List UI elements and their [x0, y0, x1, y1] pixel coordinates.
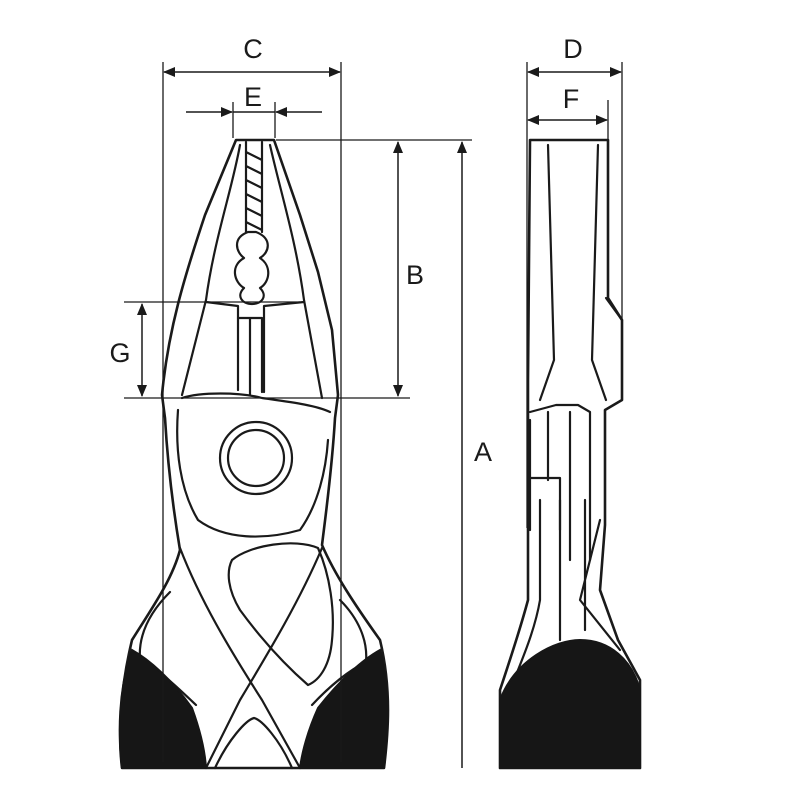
label-e: E	[244, 82, 262, 112]
label-c: C	[243, 34, 263, 64]
jaw-serration	[244, 140, 264, 234]
label-d: D	[563, 34, 583, 64]
side-handle-lines	[508, 498, 622, 692]
dimension-arrows	[137, 67, 622, 768]
label-b: B	[406, 260, 424, 290]
cutter-edge	[236, 316, 264, 397]
jaw-left-inner	[180, 143, 242, 397]
dimension-labels: C E B G A D F	[109, 34, 582, 467]
side-grip	[499, 638, 641, 769]
jaw-left-flat	[204, 300, 240, 392]
label-g: G	[109, 338, 130, 368]
pliers-side-view	[498, 138, 642, 770]
pliers-front-view	[118, 138, 390, 770]
label-a: A	[474, 437, 492, 467]
pivot-rivet	[218, 420, 294, 496]
label-f: F	[563, 84, 580, 114]
handle-cutout	[227, 542, 334, 687]
right-grip	[298, 648, 389, 769]
bottom-grip-inner	[213, 716, 294, 770]
side-jaw-taper	[538, 143, 608, 402]
side-joint	[528, 403, 592, 562]
handle-crossing	[178, 546, 324, 770]
pipe-grip	[233, 230, 270, 306]
pivot-rivet-inner	[226, 428, 286, 488]
side-jaw-ridge	[604, 296, 624, 322]
jaw-right-flat	[262, 300, 306, 394]
jaw-right-inner	[268, 143, 324, 400]
joint-body	[176, 408, 330, 538]
